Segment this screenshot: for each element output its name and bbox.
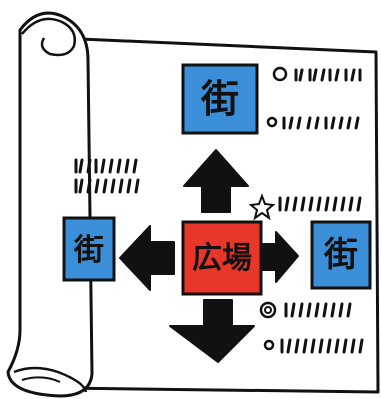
right-town-tile: 街 xyxy=(312,222,370,288)
right-town-glyph: 街 xyxy=(323,235,358,275)
top-town-tile: 街 xyxy=(183,65,257,133)
center-plaza-glyph: 広場 xyxy=(192,241,252,276)
top-town-glyph: 街 xyxy=(200,77,239,121)
left-town-tile: 街 xyxy=(64,218,114,280)
left-town-glyph: 街 xyxy=(73,233,104,268)
center-plaza-tile: 広場 xyxy=(183,222,261,294)
scroll-roll xyxy=(8,13,92,396)
